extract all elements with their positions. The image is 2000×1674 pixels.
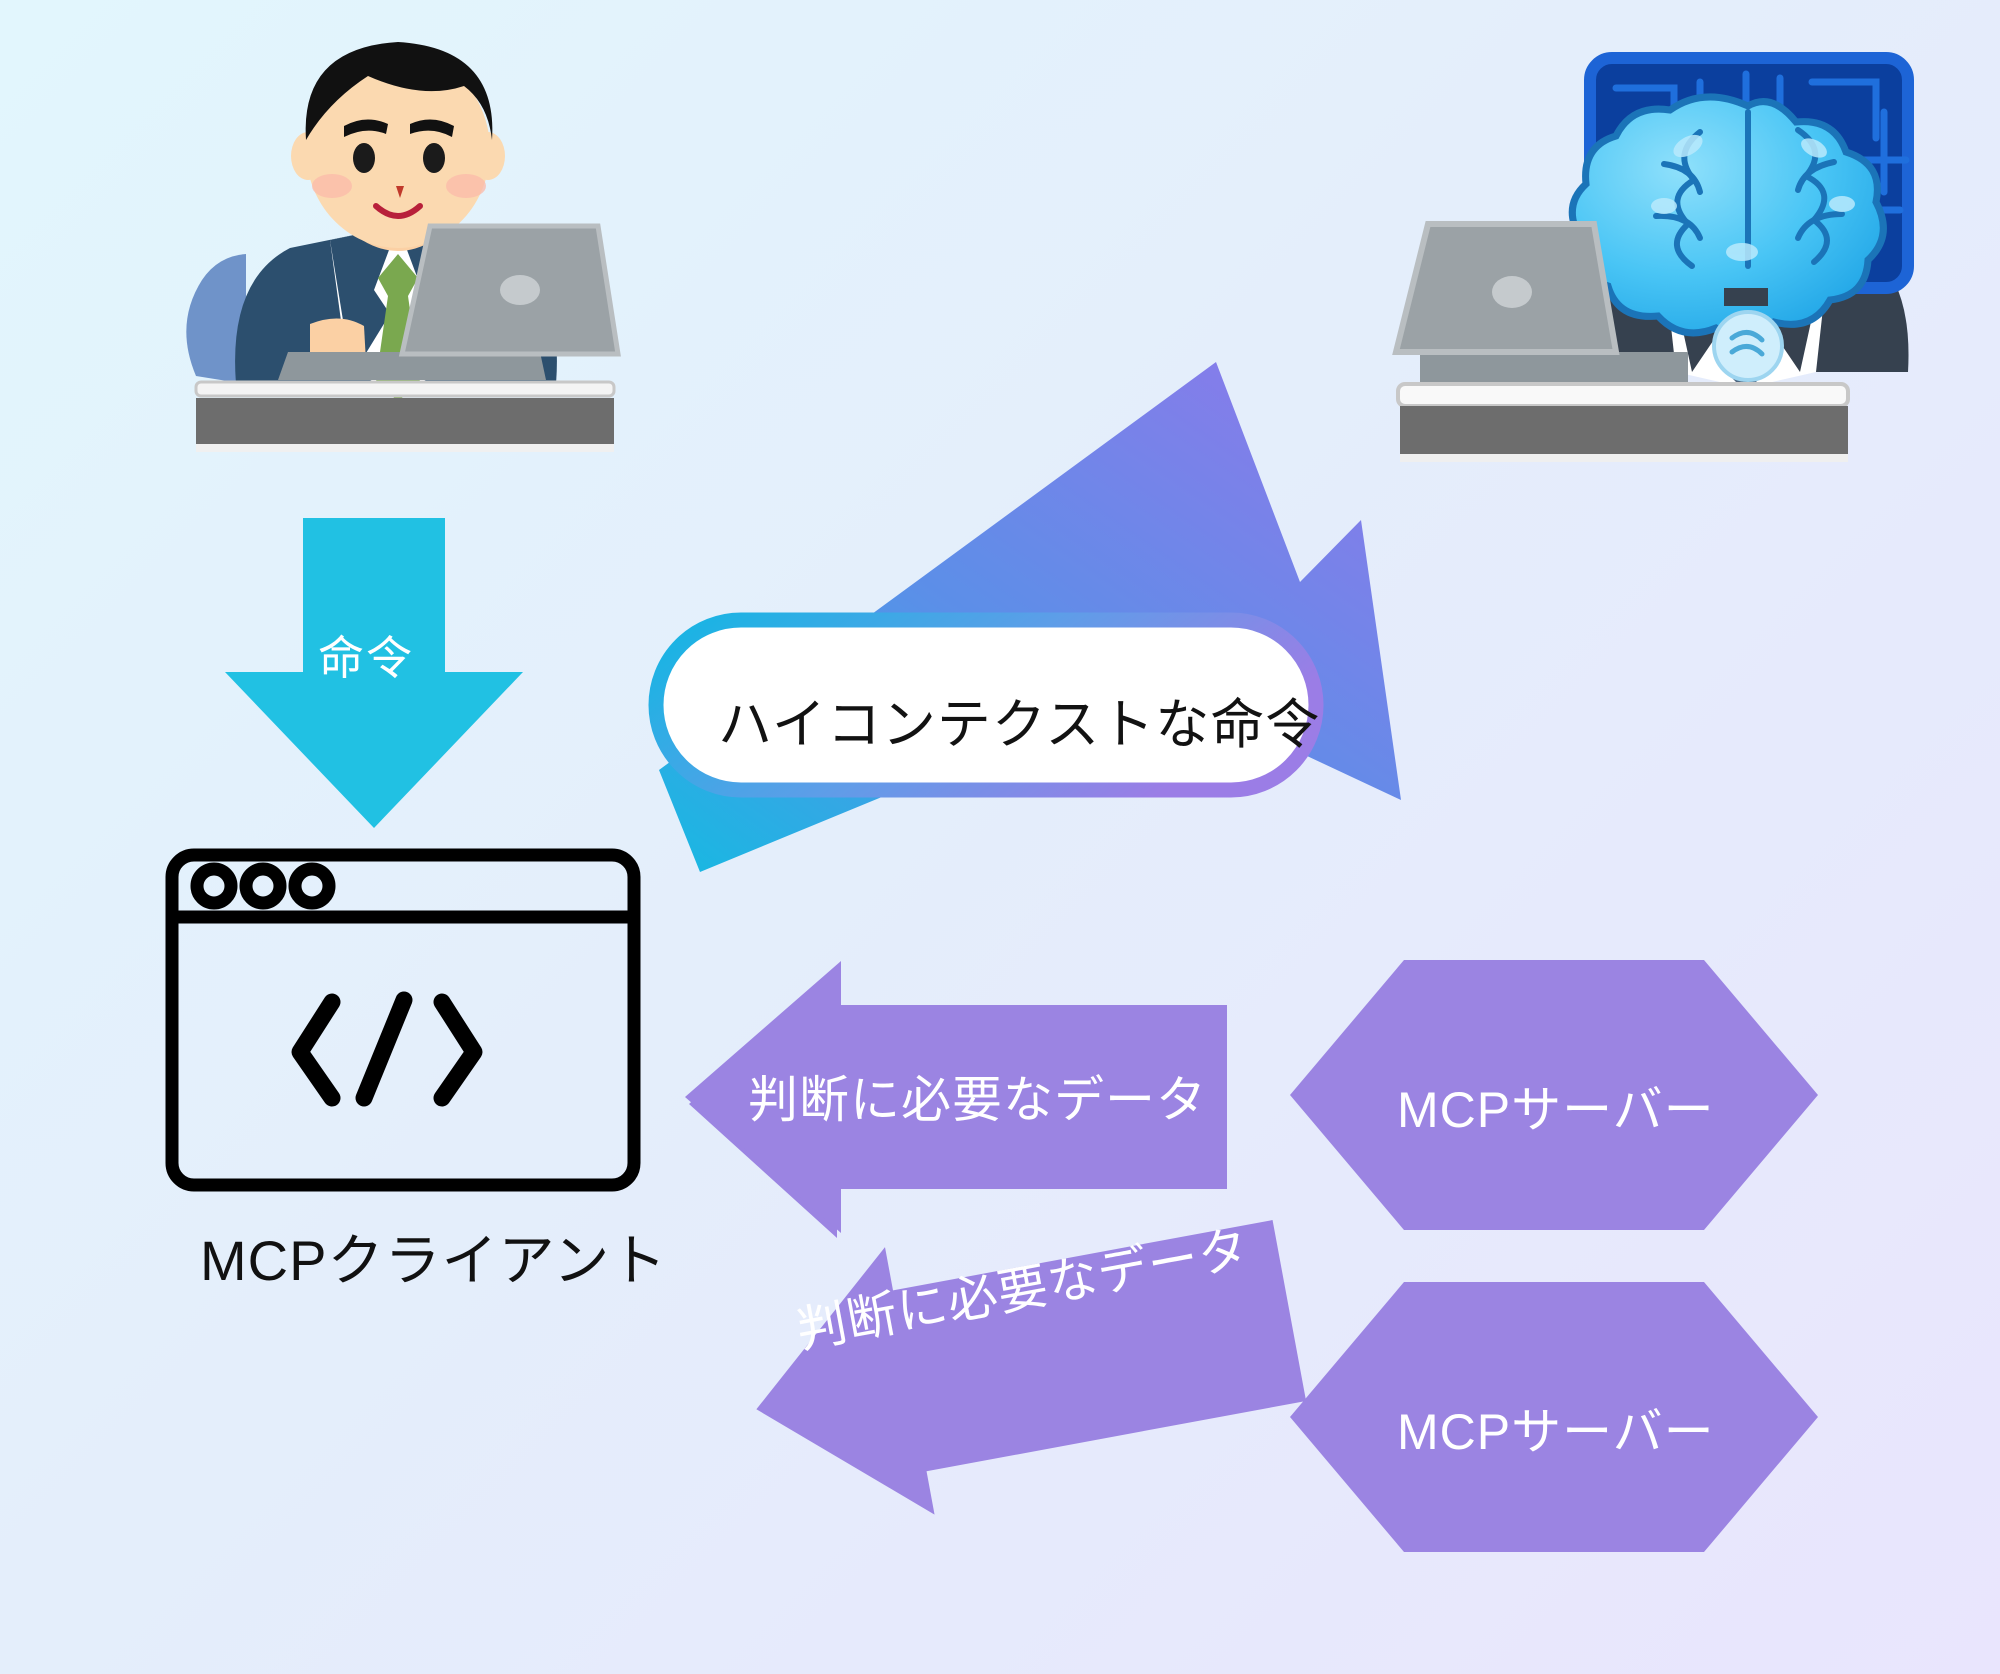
mcp-server-1-label: MCPサーバー (1397, 1082, 1715, 1138)
mcp-server-2-label: MCPサーバー (1397, 1404, 1715, 1460)
speech-bubble-text: ハイコンテクストな命令 (718, 695, 1321, 755)
brain-icon (1568, 93, 1887, 340)
context-arrow (659, 362, 1401, 872)
mcp-client-label: MCPクライアント (200, 1229, 668, 1292)
person-at-laptop-icon (186, 42, 621, 452)
code-window-icon (165, 848, 641, 1192)
data-arrow-2-label: 判断に必要なデータ (792, 1220, 1254, 1359)
ai-brain-monitor-person-icon (1392, 52, 1914, 462)
data-arrow-1-label: 判断に必要なデータ (748, 1072, 1207, 1128)
command-arrow-label: 命令 (318, 632, 414, 684)
